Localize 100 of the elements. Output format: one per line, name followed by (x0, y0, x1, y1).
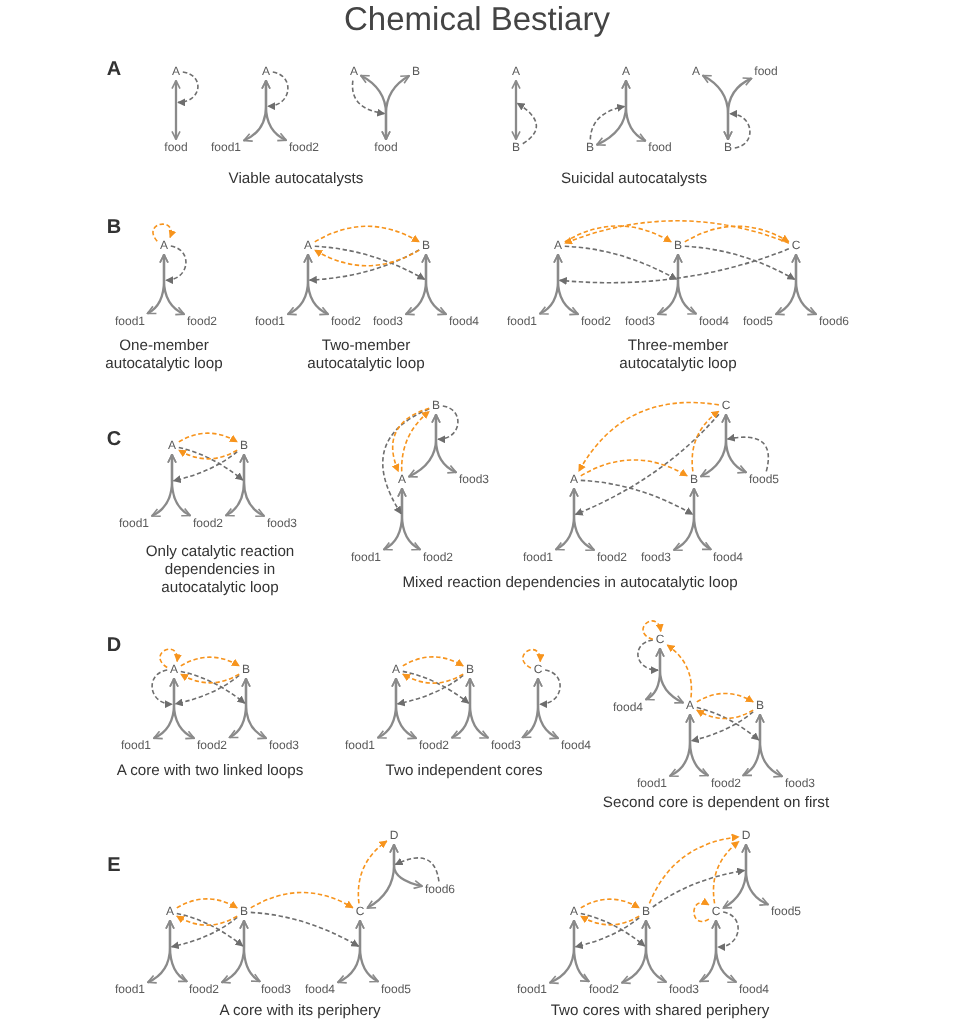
dashed-arrow (314, 249, 420, 267)
dashed-arrow (564, 225, 672, 243)
double-arrow (169, 677, 195, 740)
double-arrow (167, 453, 191, 517)
double-arrow (431, 413, 457, 474)
dashed-arrow (712, 840, 740, 905)
dashed-arrow (437, 405, 459, 443)
diagram-title: Chemical Bestiary (344, 2, 610, 38)
dashed-arrow (396, 674, 464, 707)
panel-letter: D (106, 635, 122, 657)
dashed-arrow (690, 710, 754, 743)
dashed-arrow (178, 432, 238, 443)
dashed-arrow (589, 104, 626, 141)
panel-letter: C (106, 429, 122, 451)
dashed-arrow (314, 225, 420, 243)
dashed-arrow (180, 656, 240, 667)
dashed-arrow (172, 450, 238, 483)
double-arrow (641, 919, 667, 983)
dashed-arrow (696, 706, 760, 741)
double-arrow (391, 677, 417, 740)
dashed-arrow (564, 245, 678, 281)
double-arrow (685, 713, 709, 777)
double-arrow (511, 79, 521, 141)
dashed-arrow (580, 912, 646, 947)
dashed-arrow (637, 639, 659, 674)
panel-letter: B (106, 217, 122, 239)
double-arrow (621, 79, 647, 142)
loop-arrow (642, 620, 663, 641)
loop-arrow (522, 648, 544, 669)
double-arrow (755, 713, 783, 778)
dashed-arrow (250, 891, 354, 909)
dashed-arrow (729, 110, 751, 149)
double-arrow (397, 487, 421, 551)
dashed-arrow (267, 71, 289, 110)
dashed-arrow (402, 656, 464, 667)
double-arrow (791, 253, 817, 316)
dashed-arrow (564, 220, 790, 245)
dashed-arrow (151, 669, 173, 708)
dashed-arrow (170, 916, 238, 950)
dashed-arrow (382, 408, 430, 515)
dashed-arrow (539, 669, 561, 708)
dashed-arrow (666, 644, 693, 699)
dashed-arrow (652, 867, 746, 908)
dashed-arrow (684, 245, 796, 281)
dashed-arrow (174, 674, 240, 707)
dashed-arrow (351, 79, 386, 117)
dashed-arrow (165, 245, 187, 284)
double-arrow (159, 253, 185, 316)
double-arrow (261, 79, 287, 142)
double-arrow (569, 919, 590, 983)
dashed-arrow (314, 245, 426, 281)
double-arrow (465, 677, 489, 739)
dashed-arrow (580, 459, 688, 477)
dashed-arrow (391, 407, 430, 473)
double-arrow (165, 919, 188, 983)
dashed-arrow (178, 446, 244, 481)
double-arrow (533, 677, 559, 740)
panel-letter: E (107, 855, 121, 877)
dashed-arrow (402, 673, 464, 684)
loop-arrow (693, 898, 710, 923)
double-arrow (673, 253, 697, 315)
dashed-arrow (308, 249, 420, 284)
dashed-arrow (717, 911, 739, 951)
dashed-arrow (176, 912, 244, 947)
double-arrow (689, 487, 712, 551)
double-arrow (239, 919, 261, 983)
dashed-arrow (696, 709, 754, 720)
double-arrow (655, 647, 684, 704)
dashed-arrow (180, 670, 246, 704)
double-arrow (303, 253, 329, 316)
double-arrow (553, 253, 579, 316)
double-arrow (741, 843, 769, 906)
dashed-arrow (726, 433, 770, 473)
dashed-arrow (574, 916, 640, 949)
double-arrow (421, 253, 447, 316)
dashed-arrow (180, 673, 240, 684)
dashed-arrow (691, 410, 720, 473)
double-arrow (569, 487, 595, 551)
dashed-arrow (684, 225, 790, 243)
dashed-arrow (516, 102, 538, 145)
dashed-arrow (178, 449, 238, 460)
dashed-arrow (176, 898, 238, 909)
dashed-arrow (394, 857, 440, 883)
dashed-arrow (558, 248, 790, 285)
loop-arrow (159, 648, 182, 669)
loop-arrow (152, 223, 176, 243)
dashed-arrow (400, 410, 430, 473)
dashed-arrow (574, 413, 720, 516)
double-arrow (171, 79, 181, 141)
double-arrow (389, 843, 423, 889)
double-arrow (721, 413, 747, 474)
dashed-arrow (177, 71, 199, 106)
dashed-arrow (578, 401, 720, 473)
dashed-arrow (580, 479, 694, 516)
panel-letter: A (106, 59, 122, 81)
dashed-arrow (696, 692, 754, 703)
dashed-arrow (357, 840, 388, 905)
dashed-arrow (580, 915, 640, 926)
double-arrow (711, 919, 737, 983)
double-arrow (381, 74, 410, 141)
